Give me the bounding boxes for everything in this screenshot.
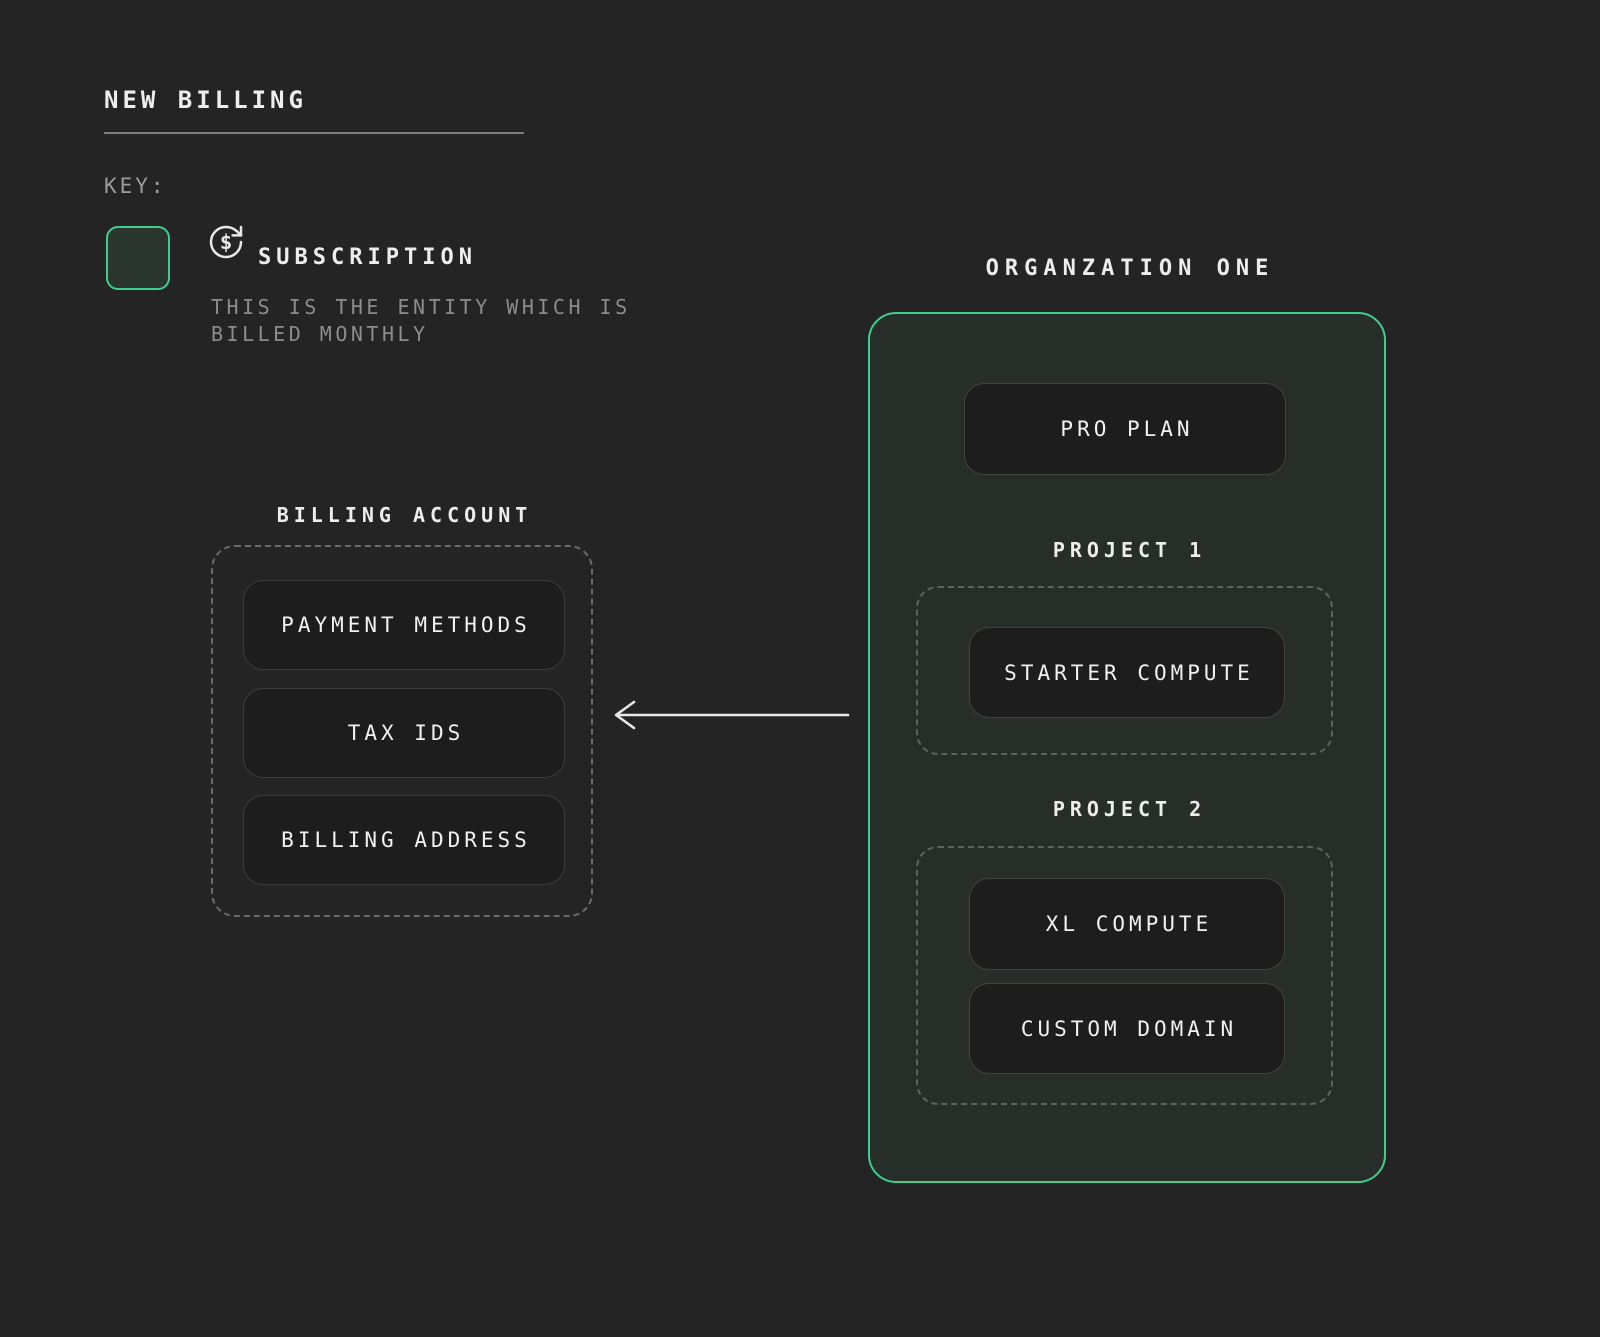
pro-plan-node[interactable]: PRO PLAN	[964, 383, 1286, 475]
subscription-color-swatch	[106, 226, 170, 290]
project-2-title: PROJECT 2	[1052, 797, 1207, 821]
billing-account-group	[211, 545, 593, 917]
title-underline	[104, 132, 524, 134]
page-title: NEW BILLING	[104, 86, 307, 114]
project-2-group	[916, 846, 1333, 1105]
starter-compute-node[interactable]: STARTER COMPUTE	[969, 627, 1285, 718]
project-1-group	[916, 586, 1333, 755]
recurring-dollar-icon: $	[206, 222, 246, 262]
svg-text:$: $	[220, 230, 233, 254]
organization-title: ORGANZATION ONE	[985, 256, 1275, 281]
subscription-key-title: SUBSCRIPTION	[258, 245, 477, 270]
billing-account-title: BILLING ACCOUNT	[276, 503, 533, 527]
key-label: KEY:	[104, 174, 167, 198]
subscription-key-description-line1: THIS IS THE ENTITY WHICH IS	[211, 295, 631, 319]
xl-compute-node[interactable]: XL COMPUTE	[969, 878, 1285, 970]
custom-domain-node[interactable]: CUSTOM DOMAIN	[969, 983, 1285, 1074]
billing-address-node[interactable]: BILLING ADDRESS	[243, 795, 565, 885]
subscription-key-description: THIS IS THE ENTITY WHICH IS BILLED MONTH…	[211, 294, 631, 348]
project-1-title: PROJECT 1	[1052, 538, 1207, 562]
tax-ids-node[interactable]: TAX IDS	[243, 688, 565, 778]
payment-methods-node[interactable]: PAYMENT METHODS	[243, 580, 565, 670]
subscription-key-description-line2: BILLED MONTHLY	[211, 322, 429, 346]
arrow-left-icon	[610, 698, 852, 732]
